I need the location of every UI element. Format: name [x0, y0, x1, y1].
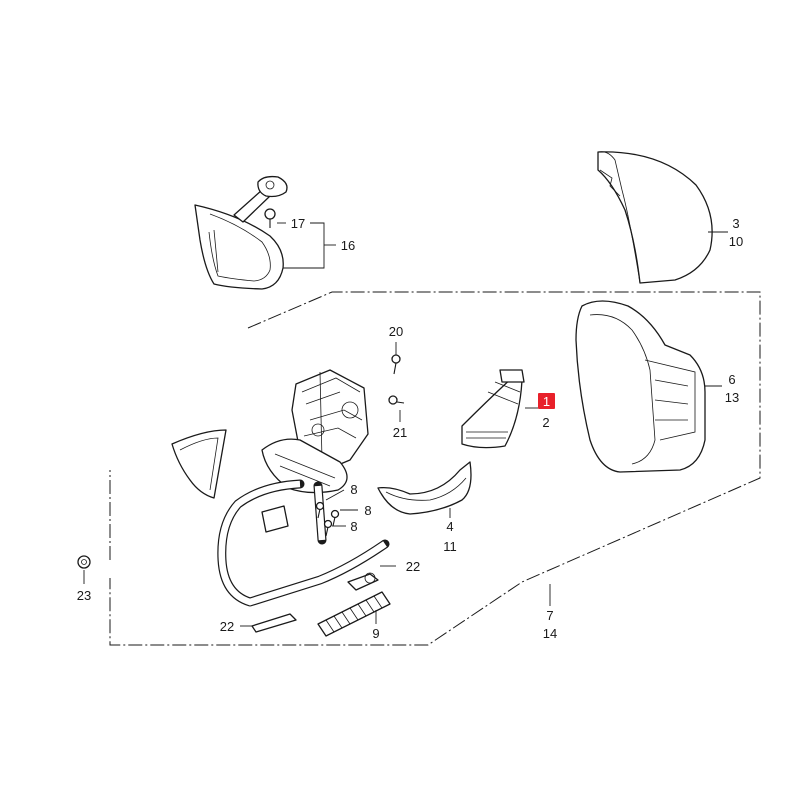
part-1-highlight	[538, 393, 555, 409]
grommet-23	[77, 555, 91, 584]
actuator-motor	[261, 369, 369, 494]
assembly-boundary	[109, 291, 761, 646]
label-part-3: 3	[732, 216, 739, 231]
clip-22-lower	[240, 613, 297, 633]
label-part-6: 6	[728, 372, 735, 387]
label-part-22a: 22	[406, 559, 420, 574]
label-part-14: 14	[543, 626, 557, 641]
interior-mirror	[194, 175, 288, 290]
label-part-22b: 22	[220, 619, 234, 634]
label-part-21: 21	[393, 425, 407, 440]
label-part-11: 11	[443, 539, 457, 554]
mirror-cap	[597, 151, 728, 284]
mirror-housing	[575, 300, 722, 473]
mirror-glass-fragment	[171, 429, 227, 499]
wiring-harness	[217, 479, 390, 607]
corrugated-tube	[317, 591, 391, 637]
screw-21	[388, 395, 405, 422]
label-part-23: 23	[77, 588, 91, 603]
label-part-10: 10	[729, 234, 743, 249]
label-part-8a: 8	[350, 482, 357, 497]
turn-signal-lens	[461, 369, 538, 449]
screw-17	[264, 208, 286, 228]
label-part-8c: 8	[350, 519, 357, 534]
label-part-9: 9	[372, 626, 379, 641]
label-part-13: 13	[725, 390, 739, 405]
clip-22-upper	[347, 565, 396, 591]
lower-cover	[377, 461, 472, 518]
bracket-16-17	[283, 222, 325, 269]
screws-8	[315, 489, 358, 537]
label-part-4: 4	[446, 519, 453, 534]
label-part-20: 20	[389, 324, 403, 339]
label-part-1: 1	[543, 394, 550, 409]
label-part-8b: 8	[364, 503, 371, 518]
label-part-17: 17	[291, 216, 305, 231]
label-part-2: 2	[542, 415, 549, 430]
label-part-16: 16	[341, 238, 355, 253]
label-part-7: 7	[546, 608, 553, 623]
screw-20	[391, 342, 401, 375]
